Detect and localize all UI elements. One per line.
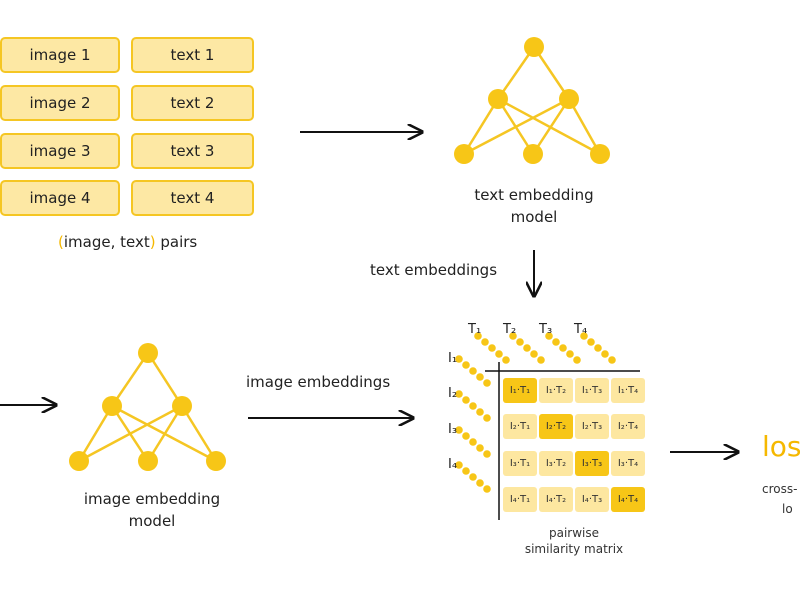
- image-pill-2: image 2: [0, 85, 120, 121]
- matrix-cell: I₁·T₃: [575, 378, 609, 403]
- text-embedding-dot: [559, 344, 567, 352]
- col-label-t1: T₁: [468, 322, 482, 337]
- text-embedding-network-icon: [454, 37, 610, 164]
- image-embedding-dot: [462, 396, 470, 404]
- col-label-t4: T₄: [574, 322, 588, 337]
- image-embedding-dots: [455, 355, 491, 493]
- caption-close-paren: ): [149, 233, 156, 251]
- matrix-cell: I₃·T₃: [575, 451, 609, 476]
- text-embedding-dot: [601, 350, 609, 358]
- image-embedding-dot: [469, 367, 477, 375]
- text-embedding-dot: [552, 338, 560, 346]
- image-embedding-dot: [462, 432, 470, 440]
- text-pill-1: text 1: [131, 37, 254, 73]
- caption-open-paren: (: [58, 233, 64, 251]
- image-embedding-dot: [469, 473, 477, 481]
- text-pill-2: text 2: [131, 85, 254, 121]
- image-embedding-dot: [483, 485, 491, 493]
- image-embedding-dot: [476, 408, 484, 416]
- image-pill-3: image 3: [0, 133, 120, 169]
- text-embedding-dot: [488, 344, 496, 352]
- image-embedding-dot: [462, 361, 470, 369]
- text-embedding-dot: [594, 344, 602, 352]
- text-model-line1: text embedding: [474, 186, 594, 204]
- text-embedding-dot: [481, 338, 489, 346]
- image-model-label: image embedding model: [74, 490, 230, 530]
- text-embedding-dot: [608, 356, 616, 364]
- row-label-i1: I₁: [448, 351, 458, 366]
- caption-pair-words: image, text: [63, 233, 150, 251]
- text-embedding-dot: [573, 356, 581, 364]
- text-embedding-dot: [537, 356, 545, 364]
- matrix-cell: I₄·T₃: [575, 487, 609, 512]
- image-embedding-dot: [483, 450, 491, 458]
- matrix-cell: I₃·T₂: [539, 451, 573, 476]
- text-embedding-dot: [474, 332, 482, 340]
- text-model-line2: model: [510, 208, 558, 226]
- image-embedding-dot: [476, 479, 484, 487]
- image-embedding-dot: [455, 355, 463, 363]
- matrix-cell: I₂·T₁: [503, 414, 537, 439]
- text-pill-3: text 3: [131, 133, 254, 169]
- matrix-cell: I₂·T₂: [539, 414, 573, 439]
- col-label-t3: T₃: [539, 322, 553, 337]
- image-embedding-dot: [455, 390, 463, 398]
- image-embedding-dot: [455, 426, 463, 434]
- text-embedding-dot: [545, 332, 553, 340]
- matrix-cell: I₄·T₄: [611, 487, 645, 512]
- matrix-cell: I₄·T₂: [539, 487, 573, 512]
- text-embedding-dot: [566, 350, 574, 358]
- row-label-i4: I₄: [448, 457, 458, 472]
- row-label-i2: I₂: [448, 386, 458, 401]
- text-embedding-dot: [516, 338, 524, 346]
- image-embedding-dot: [455, 461, 463, 469]
- text-embedding-dot: [509, 332, 517, 340]
- matrix-cell: I₂·T₄: [611, 414, 645, 439]
- image-pill-4: image 4: [0, 180, 120, 216]
- matrix-cell: I₂·T₃: [575, 414, 609, 439]
- image-embedding-dot: [462, 467, 470, 475]
- text-embedding-dots: [474, 332, 616, 364]
- matrix-caption-line1: pairwise: [548, 526, 600, 540]
- text-embedding-dot: [502, 356, 510, 364]
- matrix-cell: I₁·T₂: [539, 378, 573, 403]
- text-embedding-dot: [587, 338, 595, 346]
- image-embedding-dot: [483, 414, 491, 422]
- image-embedding-dot: [469, 402, 477, 410]
- image-model-line2: model: [128, 512, 176, 530]
- matrix-cell: I₁·T₄: [611, 378, 645, 403]
- text-embedding-dot: [495, 350, 503, 358]
- loss-line2: lo: [782, 502, 793, 516]
- image-pill-1: image 1: [0, 37, 120, 73]
- col-label-t2: T₂: [503, 322, 517, 337]
- text-embedding-dot: [523, 344, 531, 352]
- image-embedding-dot: [476, 444, 484, 452]
- text-embedding-dot: [580, 332, 588, 340]
- matrix-cell: I₁·T₁: [503, 378, 537, 403]
- image-embedding-dot: [469, 438, 477, 446]
- image-embedding-network-icon: [69, 343, 226, 471]
- matrix-cell: I₃·T₄: [611, 451, 645, 476]
- row-label-i3: I₃: [448, 422, 458, 437]
- image-embedding-dot: [476, 373, 484, 381]
- pairs-caption: (image, text) pairs: [58, 233, 197, 251]
- text-pill-4: text 4: [131, 180, 254, 216]
- text-model-label: text embedding model: [464, 186, 604, 226]
- text-embeddings-label: text embeddings: [370, 261, 498, 279]
- text-embedding-dot: [530, 350, 538, 358]
- matrix-caption: pairwise similarity matrix: [506, 526, 642, 556]
- matrix-cell: I₄·T₁: [503, 487, 537, 512]
- image-embedding-dot: [483, 379, 491, 387]
- loss-title: los: [762, 430, 800, 463]
- caption-tail: pairs: [155, 233, 198, 251]
- image-model-line1: image embedding: [83, 490, 221, 508]
- image-embeddings-label: image embeddings: [246, 373, 391, 391]
- loss-line1: cross-: [762, 482, 798, 496]
- matrix-cell: I₃·T₁: [503, 451, 537, 476]
- matrix-caption-line2: similarity matrix: [524, 542, 624, 556]
